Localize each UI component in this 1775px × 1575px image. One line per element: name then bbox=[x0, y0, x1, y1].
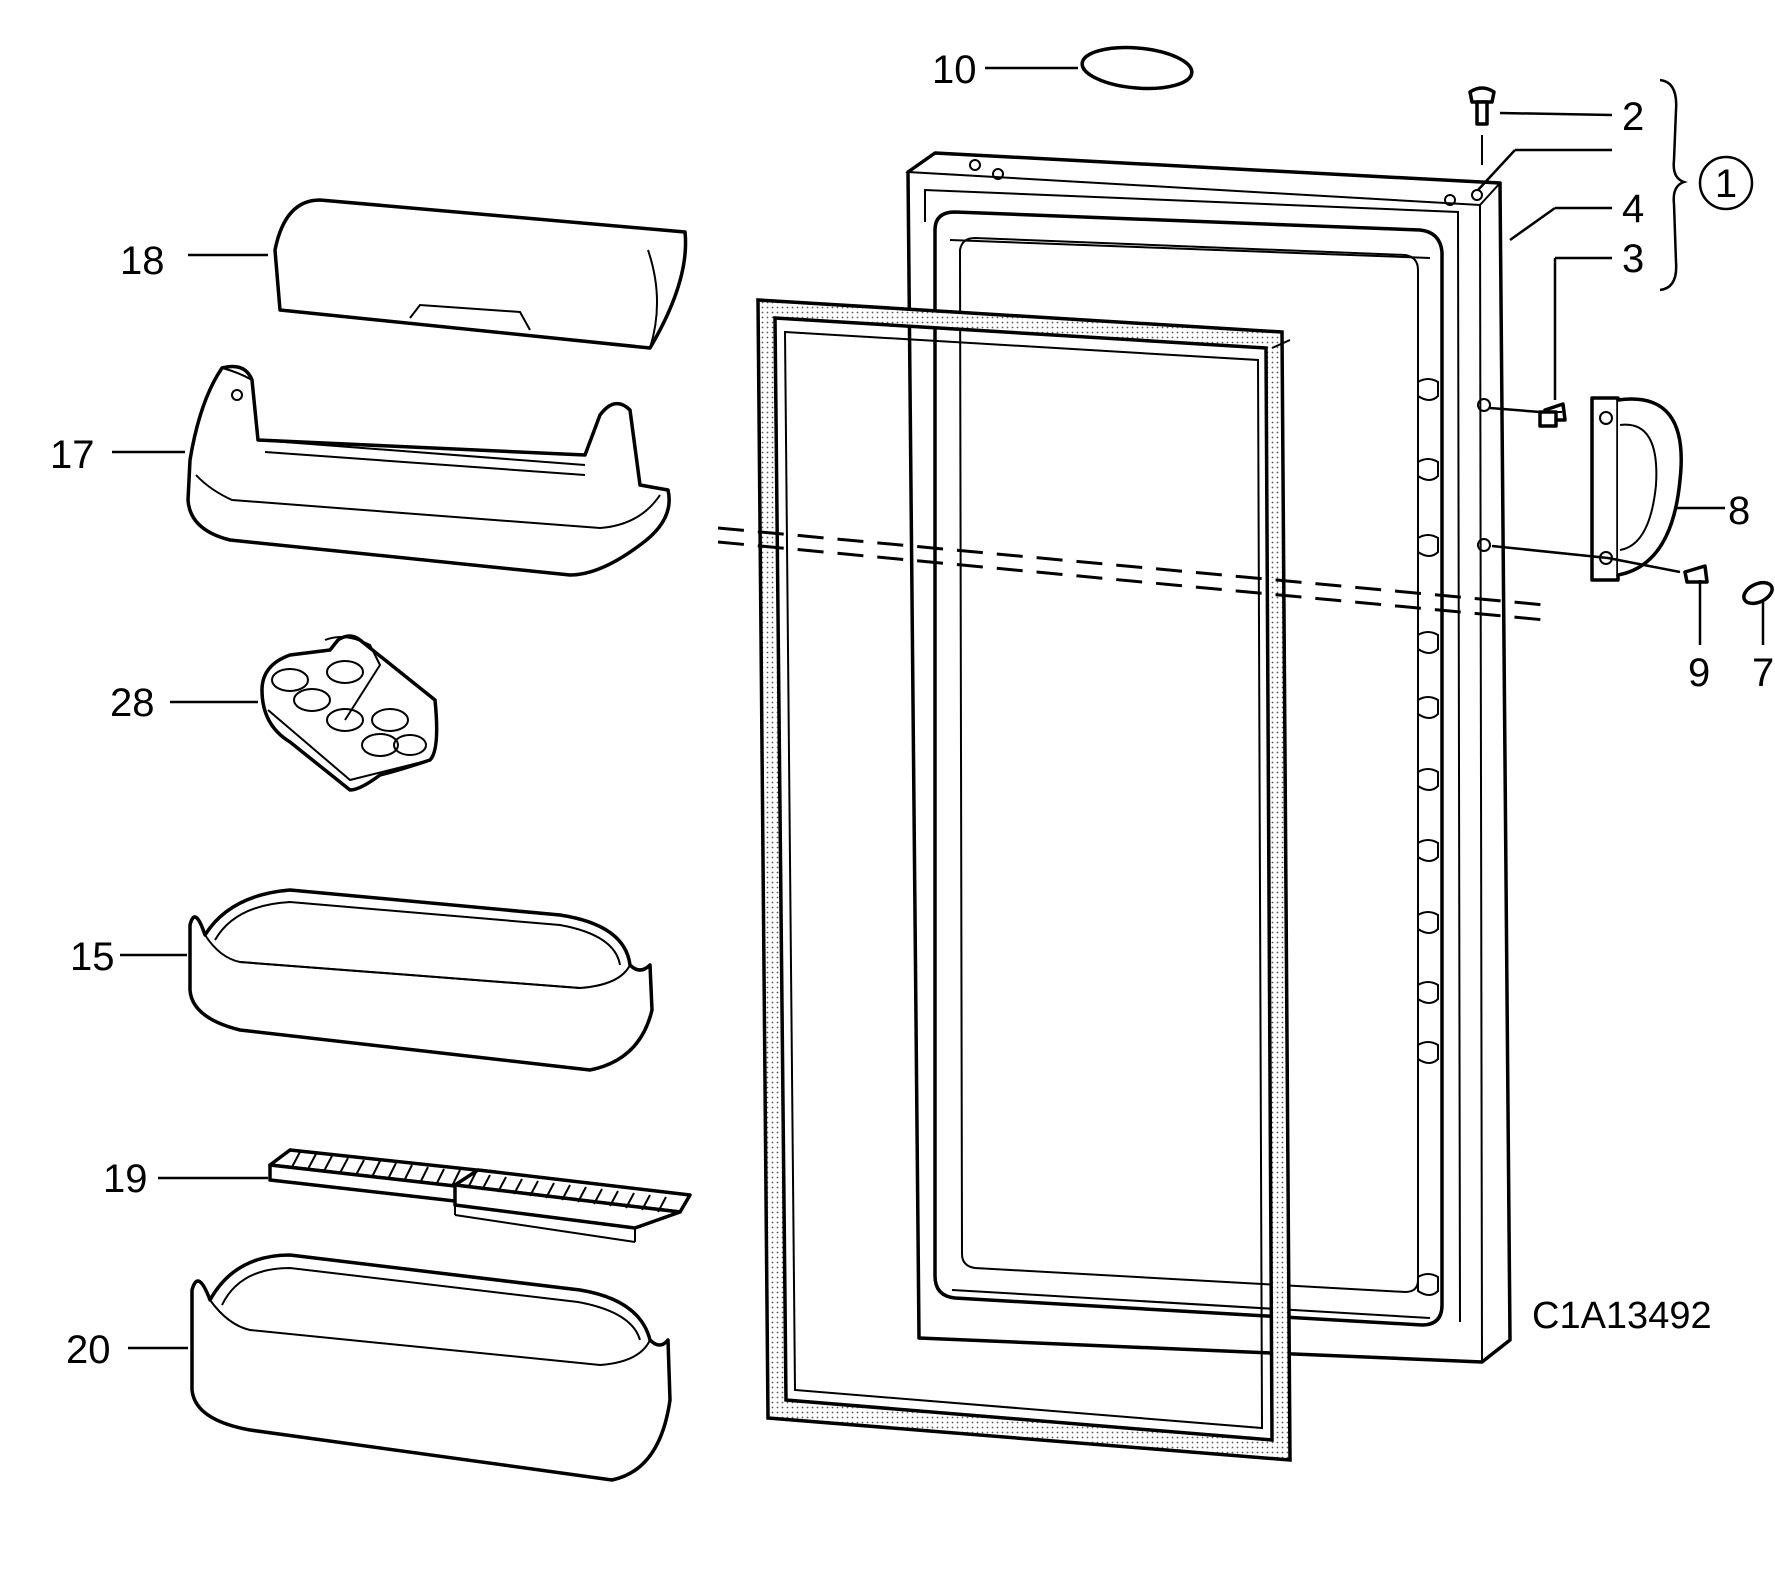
door-bin-lower bbox=[190, 1253, 672, 1482]
callout-20: 20 bbox=[66, 1328, 111, 1372]
screw-cap bbox=[1742, 580, 1774, 606]
bottle-retainer bbox=[268, 1148, 692, 1243]
callout-2: 2 bbox=[1622, 95, 1644, 139]
top-cover-plug bbox=[1080, 45, 1194, 91]
callout-9: 9 bbox=[1688, 651, 1710, 695]
door-handle bbox=[1590, 396, 1683, 582]
drawing-code: C1A13492 bbox=[1532, 1295, 1712, 1337]
assembly-group-marker: 1 bbox=[1698, 155, 1754, 211]
hinge-pin bbox=[1468, 86, 1496, 165]
callout-19: 19 bbox=[103, 1157, 148, 1201]
egg-tray bbox=[260, 634, 439, 792]
callout-labels: 10 2 4 3 18 17 8 9 7 28 15 19 20 bbox=[50, 48, 1774, 1372]
callout-15: 15 bbox=[70, 935, 115, 979]
assembly-group-brace bbox=[1659, 78, 1688, 292]
callout-7: 7 bbox=[1752, 651, 1774, 695]
door-bin-middle bbox=[188, 888, 654, 1072]
callout-4: 4 bbox=[1622, 187, 1644, 231]
handle-alignment-line bbox=[717, 526, 1546, 622]
hinge-screw bbox=[1538, 410, 1558, 428]
callout-8: 8 bbox=[1728, 489, 1750, 533]
assembly-group-marker-text: 1 bbox=[1715, 162, 1737, 206]
door-gasket bbox=[756, 298, 1292, 1462]
leader-lines bbox=[112, 66, 1765, 1350]
door-shelf-upper bbox=[186, 364, 671, 577]
handle-screw-bottom bbox=[1491, 544, 1709, 584]
callout-17: 17 bbox=[50, 433, 95, 477]
shelf-cover bbox=[273, 198, 688, 350]
callout-18: 18 bbox=[120, 239, 165, 283]
liner-hooks bbox=[1417, 378, 1439, 1296]
callout-28: 28 bbox=[110, 681, 155, 725]
door-inner-liner bbox=[933, 210, 1444, 1327]
callout-3: 3 bbox=[1622, 237, 1644, 281]
callout-10: 10 bbox=[932, 48, 977, 92]
